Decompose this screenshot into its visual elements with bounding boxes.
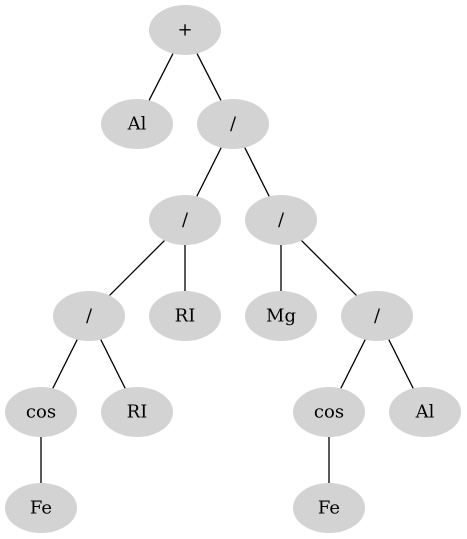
- tree-node-n6: RI: [149, 291, 221, 341]
- node-ellipse: [5, 387, 77, 437]
- edge-n3-n5: [109, 240, 165, 296]
- node-ellipse: [5, 483, 77, 533]
- node-ellipse: [149, 195, 221, 245]
- tree-node-n2: /: [197, 99, 269, 149]
- node-ellipse: [197, 99, 269, 149]
- node-ellipse: [53, 291, 125, 341]
- node-ellipse: [389, 387, 461, 437]
- tree-node-n14: Fe: [293, 483, 365, 533]
- node-ellipse: [149, 5, 221, 55]
- tree-node-n10: RI: [101, 387, 173, 437]
- node-ellipse: [101, 387, 173, 437]
- node-ellipse: [341, 291, 413, 341]
- node-label: RI: [127, 402, 148, 423]
- tree-node-n3: /: [149, 195, 221, 245]
- edge-n2-n4: [244, 147, 270, 197]
- edge-n4-n8: [301, 240, 357, 296]
- node-label: /: [230, 114, 237, 135]
- edge-n8-n11: [340, 339, 366, 389]
- edge-n8-n12: [388, 339, 414, 389]
- tree-node-n9: cos: [5, 387, 77, 437]
- edge-n5-n10: [100, 339, 126, 389]
- node-ellipse: [245, 195, 317, 245]
- tree-edges: [40, 53, 414, 483]
- tree-node-n13: Fe: [5, 483, 77, 533]
- node-label: /: [278, 210, 285, 231]
- edge-n5-n9: [52, 339, 78, 389]
- edge-n0-n1: [148, 53, 174, 101]
- node-label: Fe: [318, 498, 340, 519]
- edge-n2-n3: [196, 147, 222, 197]
- tree-node-n8: /: [341, 291, 413, 341]
- node-label: Al: [415, 402, 435, 423]
- node-label: /: [182, 210, 189, 231]
- node-ellipse: [293, 387, 365, 437]
- tree-node-n7: Mg: [245, 291, 317, 341]
- node-ellipse: [149, 291, 221, 341]
- node-label: cos: [314, 402, 344, 423]
- node-ellipse: [293, 483, 365, 533]
- tree-node-n4: /: [245, 195, 317, 245]
- tree-node-n12: Al: [389, 387, 461, 437]
- node-ellipse: [101, 99, 173, 149]
- node-label: /: [374, 306, 381, 327]
- node-ellipse: [245, 291, 317, 341]
- node-label: +: [177, 20, 192, 41]
- edge-n0-n2: [196, 53, 222, 101]
- node-label: /: [86, 306, 93, 327]
- tree-node-n11: cos: [293, 387, 365, 437]
- tree-node-n1: Al: [101, 99, 173, 149]
- node-label: RI: [175, 306, 196, 327]
- node-label: Al: [127, 114, 147, 135]
- tree-node-n5: /: [53, 291, 125, 341]
- tree-node-n0: +: [149, 5, 221, 55]
- node-label: Fe: [30, 498, 52, 519]
- node-label: cos: [26, 402, 56, 423]
- node-label: Mg: [266, 306, 296, 327]
